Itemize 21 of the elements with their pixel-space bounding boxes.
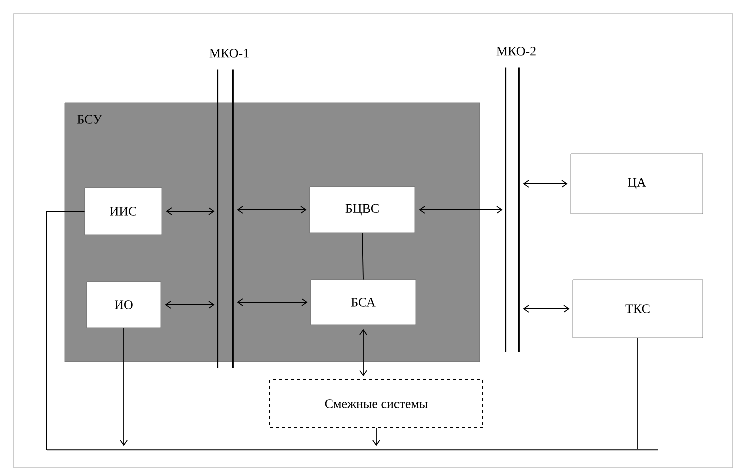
- bus-line: МКО-2: [496, 47, 536, 352]
- block-box: БЦВС: [310, 186, 416, 234]
- arrow: [237, 298, 308, 306]
- arrow: [523, 180, 568, 188]
- block-box: ИИС: [84, 188, 162, 236]
- block-box: ЦА: [570, 154, 704, 214]
- arrow: [120, 328, 128, 446]
- arrow: [419, 206, 503, 214]
- connector-line: [46, 211, 86, 450]
- block-box: БСА: [310, 280, 416, 326]
- block-box: ИО: [86, 282, 162, 328]
- external-box: Смежные системы: [270, 380, 484, 428]
- arrow: [523, 305, 570, 313]
- block-box: ТКС: [572, 280, 704, 338]
- arrow: [166, 208, 215, 216]
- arrow: [237, 206, 307, 214]
- connector-line: [362, 232, 364, 280]
- arrow: [360, 329, 368, 376]
- arrow: [165, 301, 215, 309]
- arrow: [372, 428, 380, 446]
- bus-line: [47, 449, 658, 451]
